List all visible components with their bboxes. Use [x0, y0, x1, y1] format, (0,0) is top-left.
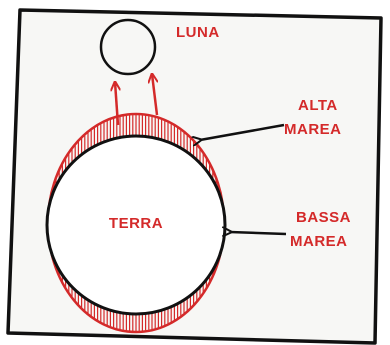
gravity-arrow-left — [115, 82, 118, 126]
low-tide-label-line2: MAREA — [290, 233, 348, 250]
moon-label: LUNA — [176, 24, 220, 41]
earth-label: TERRA — [109, 215, 163, 232]
earth-circle — [45, 134, 227, 316]
low-tide-arrow — [230, 232, 287, 234]
high-tide-label-line2: MAREA — [284, 121, 342, 138]
moon-circle — [99, 18, 157, 76]
gravity-arrow-right — [152, 74, 159, 116]
high-tide-label-line1: ALTA — [298, 97, 338, 114]
low-tide-label-line1: BASSA — [296, 209, 351, 226]
high-tide-arrow — [200, 123, 285, 140]
